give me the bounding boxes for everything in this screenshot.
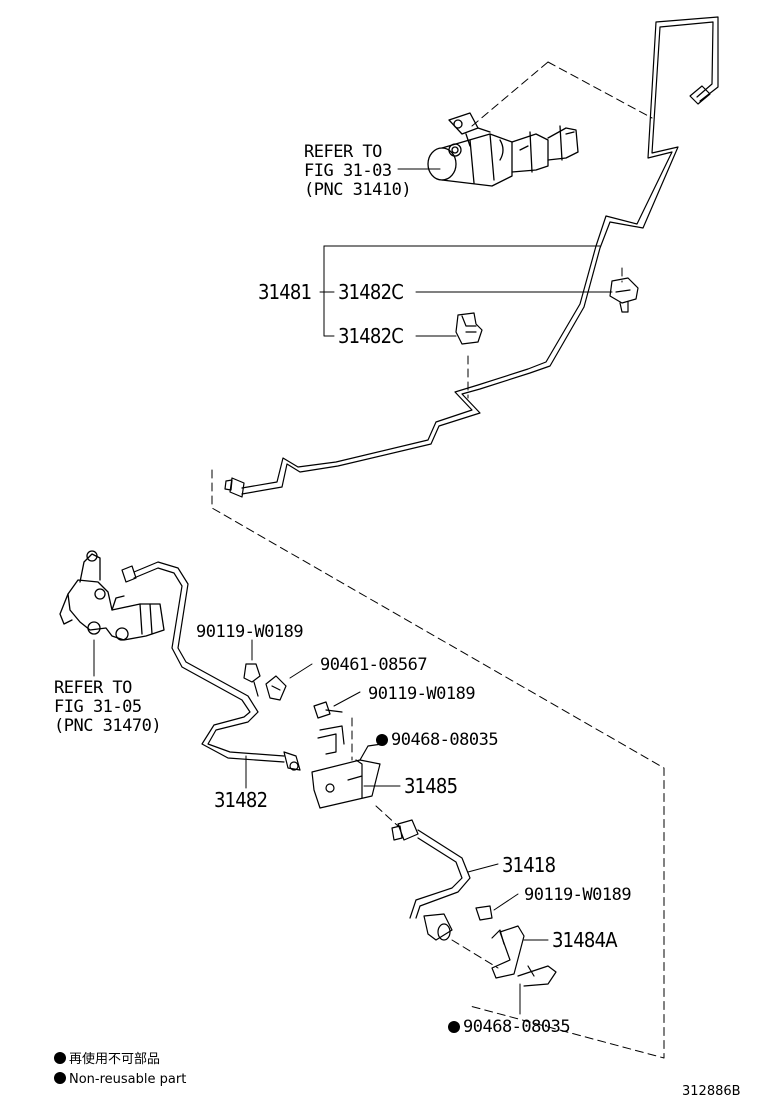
part-31418: 31418 [502,853,556,877]
ref-top-line2: FIG 31-03 [304,161,392,181]
clip-31482c-lower [455,312,483,345]
part-90119-w0189-c: 90119-W0189 [524,885,632,905]
pipe-31482 [121,561,301,771]
part-31482c-lower: 31482C [338,324,404,348]
clamp-90461 [265,675,287,701]
ref-top-line3: (PNC 31410) [304,180,412,200]
ref-left-line3: (PNC 31470) [54,716,162,736]
figure-code: 312886B [682,1084,741,1099]
non-reusable-dot [448,1021,460,1033]
part-90119-w0189-a: 90119-W0189 [196,622,304,642]
bracket-31484a [475,905,557,987]
pipe-31481 [224,16,719,498]
part-90468-08035-b: 90468-08035 [448,1017,571,1037]
leader-lines [93,168,613,1015]
part-31481: 31481 [258,280,312,304]
hose-31418 [391,819,471,941]
legend-jp: 再使用不可部品 [54,1052,160,1068]
release-cylinder-drawing [59,550,165,641]
part-90468-08035-a-text: 90468-08035 [391,730,499,750]
part-90119-w0189-b: 90119-W0189 [368,684,476,704]
bolt-90119-a [243,663,261,697]
part-31484a: 31484A [552,928,618,952]
bracket-31485 [311,725,383,809]
part-90461-08567: 90461-08567 [320,655,428,675]
ref-top-line1: REFER TO [304,142,382,162]
legend-dot [54,1072,66,1084]
part-90468-08035-a: 90468-08035 [376,730,499,750]
ref-left-line1: REFER TO [54,678,132,698]
legend-en: Non-reusable part [54,1072,186,1088]
legend-en-text: Non-reusable part [69,1072,187,1087]
master-cylinder-drawing [427,112,579,187]
non-reusable-dot [376,734,388,746]
part-31482: 31482 [214,788,268,812]
part-31482c-upper: 31482C [338,280,404,304]
legend-jp-text: 再使用不可部品 [69,1052,161,1067]
legend-dot [54,1052,66,1064]
part-31485: 31485 [404,774,458,798]
clip-31482c-upper [609,277,639,313]
reference-frame [211,61,665,1059]
part-90468-08035-b-text: 90468-08035 [463,1017,571,1037]
bolt-90119-b [313,701,343,719]
ref-left-line2: FIG 31-05 [54,697,142,717]
